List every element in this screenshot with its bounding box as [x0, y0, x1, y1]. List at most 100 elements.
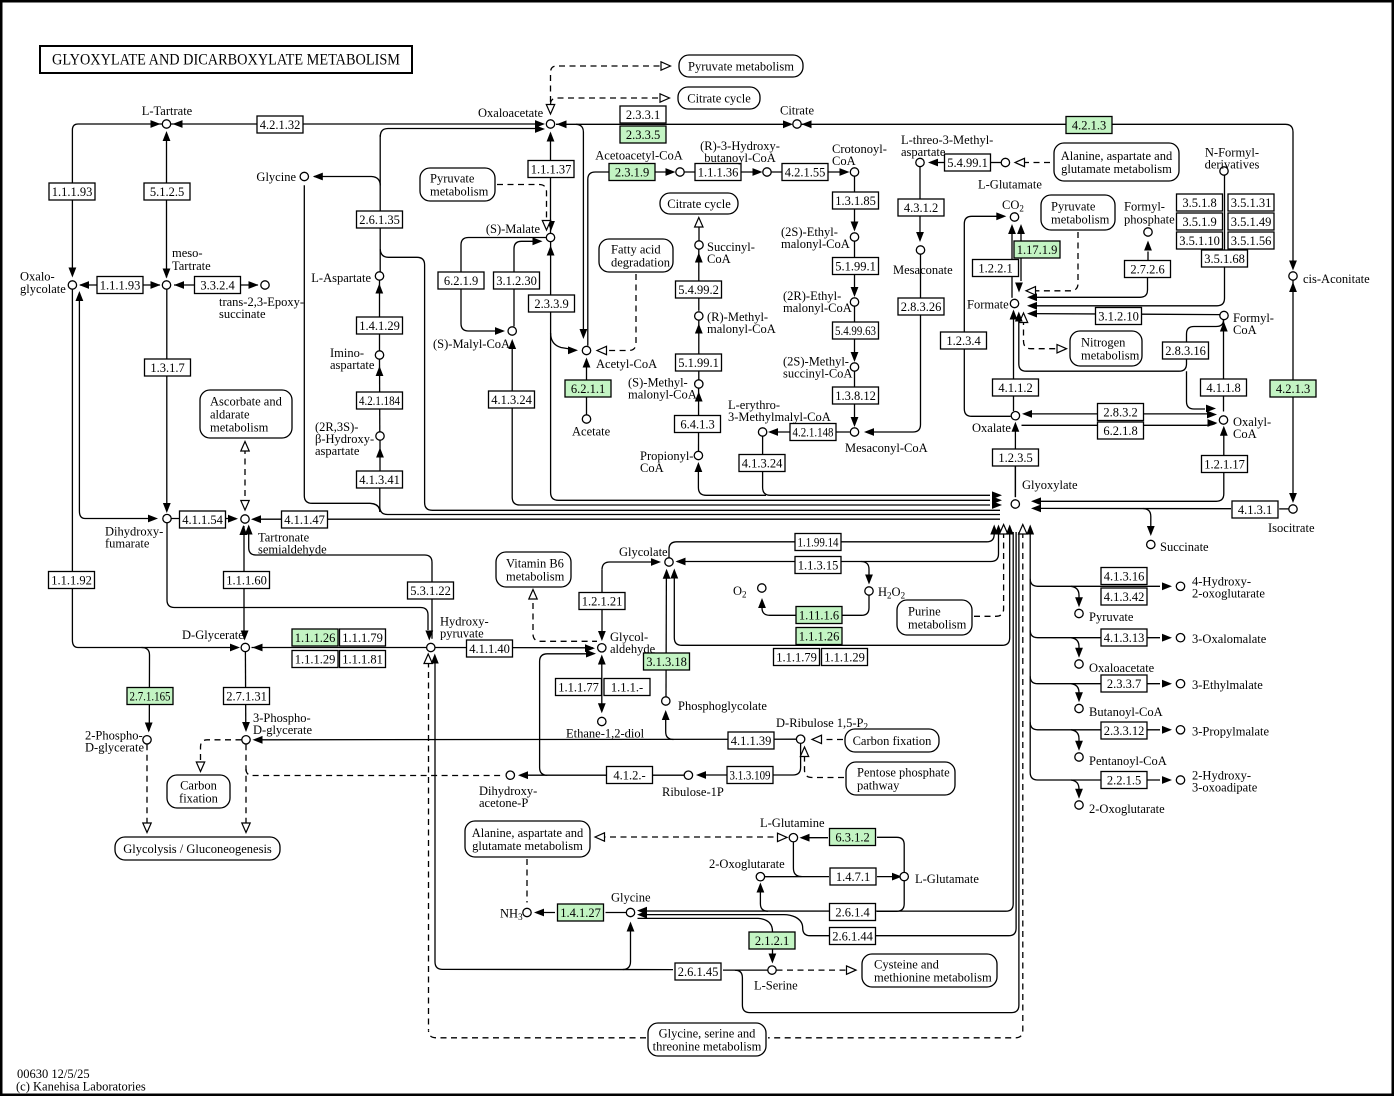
svg-text:2.6.1.45: 2.6.1.45 [678, 965, 719, 979]
svg-text:Oxalate: Oxalate [972, 421, 1011, 435]
svg-text:H2O2: H2O2 [878, 585, 905, 601]
svg-text:Tartrate: Tartrate [172, 259, 211, 273]
svg-text:Acetyl-CoA: Acetyl-CoA [596, 357, 657, 371]
svg-text:metabolism: metabolism [1081, 348, 1140, 362]
svg-text:6.3.1.2: 6.3.1.2 [835, 830, 869, 844]
svg-text:Glyoxylate: Glyoxylate [1022, 478, 1078, 492]
svg-text:malonyl-CoA: malonyl-CoA [628, 387, 697, 401]
svg-text:Purine: Purine [908, 604, 941, 618]
svg-text:Acetate: Acetate [572, 424, 611, 438]
svg-text:aspartate: aspartate [330, 358, 375, 372]
svg-text:00630 12/5/25: 00630 12/5/25 [17, 1067, 90, 1081]
svg-text:2.3.3.1: 2.3.3.1 [626, 108, 660, 122]
svg-text:2.8.3.26: 2.8.3.26 [901, 300, 942, 314]
svg-text:Dihydroxy-: Dihydroxy- [105, 524, 163, 538]
svg-text:(R)-Methyl-: (R)-Methyl- [707, 310, 768, 324]
svg-text:Glycolate: Glycolate [619, 545, 668, 559]
svg-text:Crotonoyl-: Crotonoyl- [832, 142, 887, 156]
svg-text:glutamate metabolism: glutamate metabolism [472, 839, 583, 853]
svg-text:1.1.1.79: 1.1.1.79 [776, 650, 817, 664]
svg-text:Pentanoyl-CoA: Pentanoyl-CoA [1089, 754, 1167, 768]
svg-text:succinate: succinate [219, 307, 266, 321]
svg-text:(S)-Malyl-CoA: (S)-Malyl-CoA [433, 337, 510, 351]
svg-text:1.3.8.12: 1.3.8.12 [835, 389, 876, 403]
svg-text:2.6.1.4: 2.6.1.4 [835, 905, 870, 919]
svg-text:2-Phospho-: 2-Phospho- [85, 728, 143, 742]
svg-text:2.3.3.9: 2.3.3.9 [534, 297, 568, 311]
svg-text:O2: O2 [733, 584, 747, 600]
svg-text:malonyl-CoA: malonyl-CoA [783, 301, 852, 315]
svg-text:Alanine, aspartate and: Alanine, aspartate and [472, 826, 584, 840]
svg-text:Nitrogen: Nitrogen [1081, 335, 1126, 349]
svg-text:1.17.1.9: 1.17.1.9 [1017, 243, 1058, 257]
svg-text:CoA: CoA [832, 154, 856, 168]
svg-text:4.1.1.40: 4.1.1.40 [469, 642, 510, 656]
svg-text:Pyruvate: Pyruvate [430, 171, 475, 185]
svg-text:metabolism: metabolism [430, 184, 489, 198]
svg-text:6.2.1.9: 6.2.1.9 [444, 274, 478, 288]
svg-text:2.8.3.2: 2.8.3.2 [1103, 405, 1137, 419]
svg-text:1.4.1.29: 1.4.1.29 [359, 319, 400, 333]
svg-text:L-Glutamate: L-Glutamate [978, 177, 1042, 191]
svg-text:1.1.1.93: 1.1.1.93 [52, 185, 93, 199]
svg-text:aldehyde: aldehyde [610, 642, 656, 656]
svg-text:4.1.1.39: 4.1.1.39 [731, 734, 772, 748]
svg-text:3.1.2.10: 3.1.2.10 [1098, 309, 1139, 323]
svg-text:Glycine, serine and: Glycine, serine and [659, 1026, 757, 1040]
svg-text:Citrate: Citrate [780, 103, 814, 117]
svg-text:4.1.3.41: 4.1.3.41 [359, 473, 400, 487]
svg-text:derivatives: derivatives [1205, 157, 1260, 171]
svg-text:L-Serine: L-Serine [754, 978, 798, 992]
svg-text:2.1.2.1: 2.1.2.1 [755, 934, 789, 948]
svg-text:phosphate: phosphate [1124, 212, 1175, 226]
svg-text:glycolate: glycolate [20, 282, 66, 296]
svg-text:Isocitrate: Isocitrate [1268, 521, 1315, 535]
svg-text:D-Glycerate: D-Glycerate [182, 628, 244, 642]
svg-text:metabolism: metabolism [506, 569, 565, 583]
svg-text:1.1.1.81: 1.1.1.81 [342, 652, 383, 666]
svg-text:6.4.1.3: 6.4.1.3 [680, 417, 714, 431]
svg-text:5.1.2.5: 5.1.2.5 [150, 185, 184, 199]
svg-text:4.1.3.24: 4.1.3.24 [491, 393, 532, 407]
svg-text:3.5.1.31: 3.5.1.31 [1231, 196, 1272, 210]
svg-text:NH3: NH3 [500, 906, 523, 922]
svg-text:Pyruvate metabolism: Pyruvate metabolism [688, 59, 794, 73]
svg-text:2.8.3.16: 2.8.3.16 [1165, 344, 1206, 358]
svg-text:acetone-P: acetone-P [479, 796, 528, 810]
svg-text:4.3.1.2: 4.3.1.2 [904, 201, 938, 215]
svg-text:4.2.1.148: 4.2.1.148 [793, 425, 834, 439]
svg-text:3-Methylmalyl-CoA: 3-Methylmalyl-CoA [728, 410, 831, 424]
svg-text:3.1.3.109: 3.1.3.109 [730, 768, 771, 782]
svg-text:Dihydroxy-: Dihydroxy- [479, 784, 537, 798]
svg-text:(R)-3-Hydroxy-: (R)-3-Hydroxy- [700, 139, 780, 153]
svg-text:1.1.1.92: 1.1.1.92 [51, 573, 92, 587]
svg-text:2.7.1.165: 2.7.1.165 [130, 689, 171, 703]
svg-text:(S)-Methyl-: (S)-Methyl- [628, 375, 688, 389]
svg-text:malonyl-CoA: malonyl-CoA [781, 237, 850, 251]
svg-text:Oxalyl-: Oxalyl- [1233, 415, 1271, 429]
svg-text:1.1.1.26: 1.1.1.26 [295, 631, 336, 645]
svg-text:pyruvate: pyruvate [440, 626, 484, 640]
svg-text:6.2.1.8: 6.2.1.8 [1103, 424, 1137, 438]
svg-text:degradation: degradation [611, 255, 671, 269]
svg-text:4.1.2.-: 4.1.2.- [613, 768, 645, 782]
svg-text:Ascorbate and: Ascorbate and [210, 394, 283, 408]
svg-text:methionine metabolism: methionine metabolism [874, 970, 992, 984]
svg-text:1.1.1.-: 1.1.1.- [611, 680, 643, 694]
svg-text:aspartate: aspartate [315, 444, 360, 458]
svg-text:2.3.3.7: 2.3.3.7 [1107, 677, 1141, 691]
svg-text:L-Glutamine: L-Glutamine [760, 816, 825, 830]
svg-text:4.2.1.184: 4.2.1.184 [359, 394, 401, 408]
svg-text:Propionyl-: Propionyl- [640, 449, 693, 463]
svg-text:Formyl-: Formyl- [1233, 311, 1274, 325]
svg-text:threonine metabolism: threonine metabolism [653, 1039, 762, 1053]
svg-text:Vitamin B6: Vitamin B6 [506, 556, 564, 570]
svg-text:Oxalo-: Oxalo- [20, 269, 55, 283]
svg-text:butanoyl-CoA: butanoyl-CoA [704, 151, 776, 165]
svg-text:Succinyl-: Succinyl- [707, 240, 755, 254]
svg-text:Formyl-: Formyl- [1124, 199, 1165, 213]
svg-text:2.3.1.9: 2.3.1.9 [615, 165, 649, 179]
svg-text:1.1.99.14: 1.1.99.14 [798, 535, 840, 549]
svg-text:4-Hydroxy-: 4-Hydroxy- [1192, 574, 1251, 588]
svg-text:Tartronate: Tartronate [258, 530, 310, 544]
